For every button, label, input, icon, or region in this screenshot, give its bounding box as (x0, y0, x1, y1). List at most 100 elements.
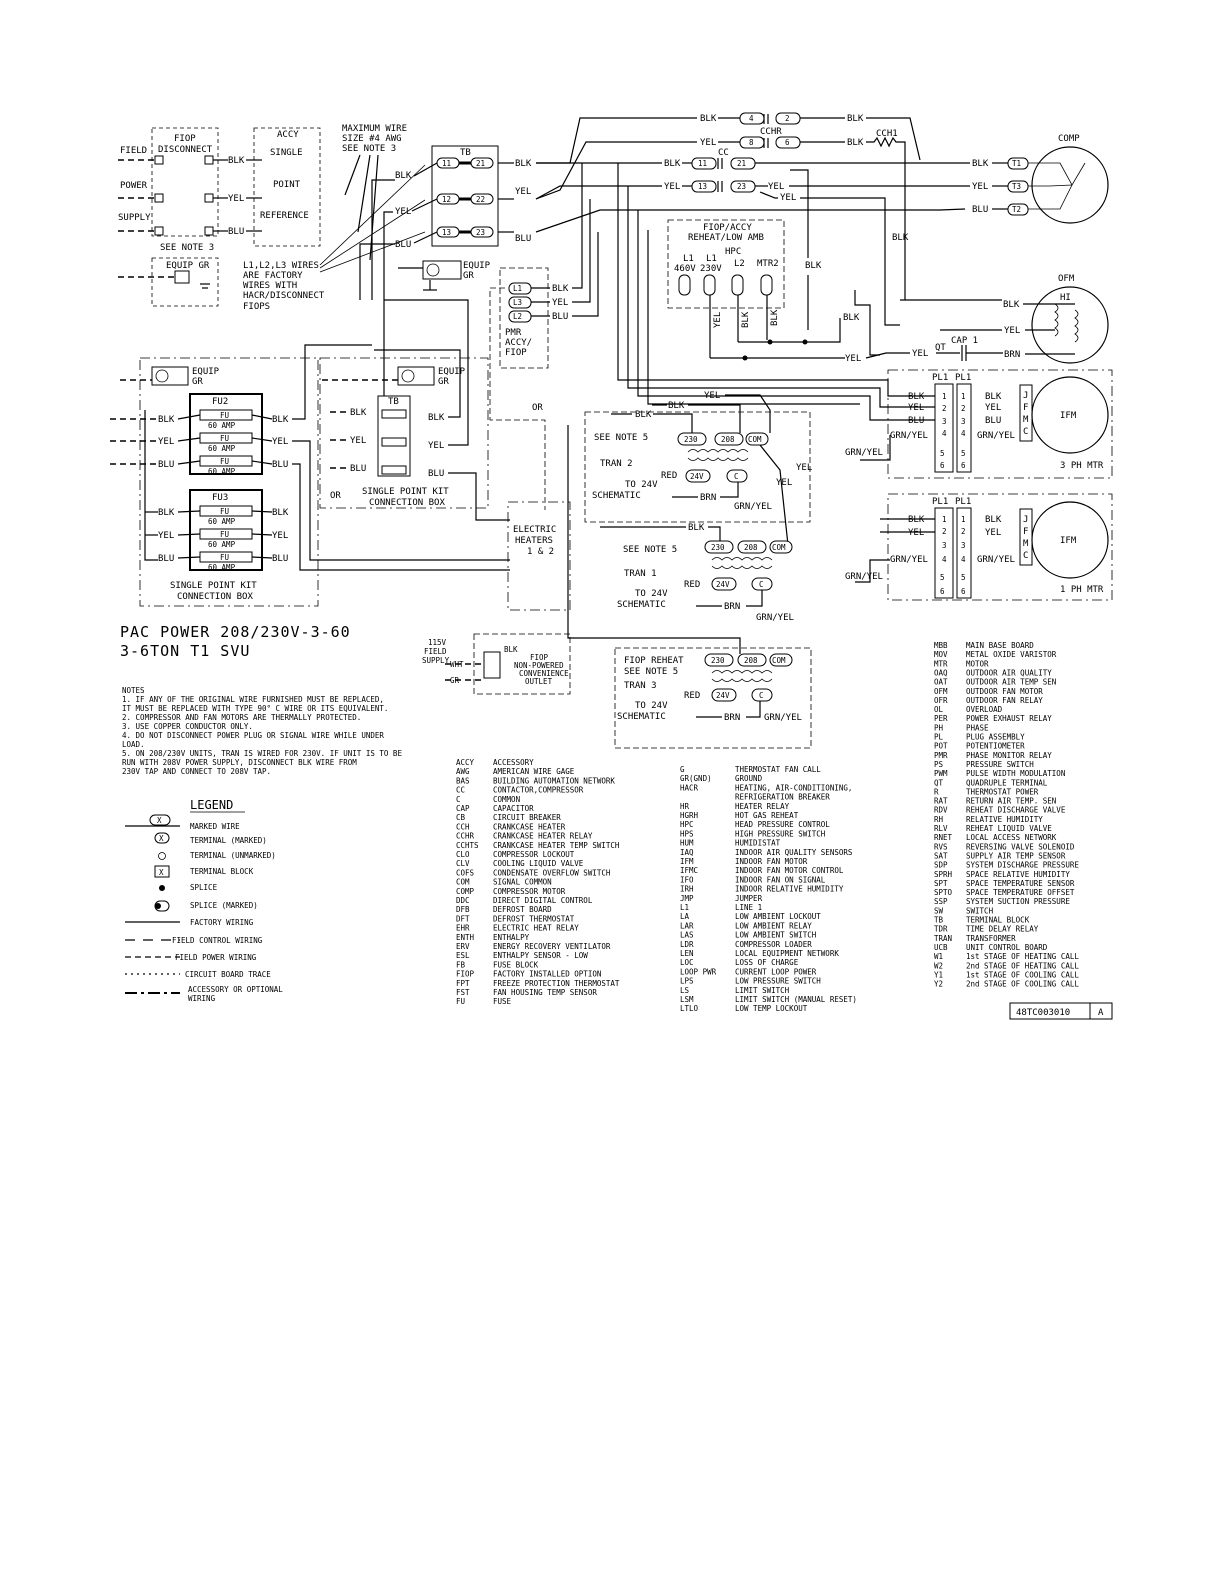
svg-text:8: 8 (749, 138, 754, 147)
abbreviation-meaning: AMERICAN WIRE GAGE (493, 767, 575, 776)
svg-text:DISCONNECT: DISCONNECT (158, 145, 213, 155)
abbreviation-code: ACCY (456, 758, 475, 767)
svg-text:YEL: YEL (776, 478, 792, 488)
equip-gr-2: EQUIP GR (398, 260, 491, 291)
abbreviation-code: AWG (456, 767, 470, 776)
abbreviation-meaning: TRANSFORMER (966, 934, 1016, 943)
svg-text:RED: RED (684, 580, 700, 590)
svg-text:SPLICE (MARKED): SPLICE (MARKED) (190, 901, 258, 910)
abbreviation-code: LAR (680, 921, 694, 930)
abbreviation-code: LAS (680, 931, 694, 940)
svg-text:IFM: IFM (1060, 411, 1077, 421)
svg-text:FU: FU (220, 530, 229, 539)
svg-text:208: 208 (744, 543, 758, 552)
svg-text:SUPPLY: SUPPLY (422, 656, 450, 665)
svg-text:SINGLE POINT KIT: SINGLE POINT KIT (362, 487, 449, 497)
svg-text:GR: GR (192, 377, 203, 387)
notes: NOTES 1. IF ANY OF THE ORIGINAL WIRE FUR… (122, 686, 402, 776)
svg-text:C: C (1023, 551, 1028, 561)
compressor-contactor: CC 11 21 13 23 YEL YEL (682, 148, 970, 326)
svg-text:BLK: BLK (908, 515, 925, 525)
svg-text:11: 11 (442, 159, 451, 168)
equip-gr-1: EQUIP GR (151, 257, 219, 307)
abbreviation-code: MTR (934, 659, 948, 668)
abbreviation-code: OFM (934, 687, 948, 696)
svg-text:SEE NOTE 3: SEE NOTE 3 (342, 144, 396, 154)
ifm-3ph: PL1 PL1 1 2 3 4 5 6 1 2 3 4 5 6 BLK YEL … (887, 369, 1113, 479)
abbreviation-code: CAP (456, 804, 470, 813)
svg-text:BLK: BLK (741, 311, 751, 328)
abbreviation-meaning: SYSTEM SUCTION PRESSURE (966, 897, 1070, 906)
svg-text:IFM: IFM (1060, 536, 1077, 546)
svg-text:FIELD CONTROL WIRING: FIELD CONTROL WIRING (172, 936, 263, 945)
svg-text:RED: RED (684, 691, 700, 701)
svg-text:QT: QT (935, 343, 946, 353)
svg-text:YEL: YEL (350, 436, 366, 446)
svg-text:ARE FACTORY: ARE FACTORY (243, 271, 303, 281)
abbreviation-meaning: LOW AMBIENT RELAY (735, 921, 812, 930)
abbreviation-meaning: MAIN BASE BOARD (966, 641, 1034, 650)
capacitor: CAP 1 QT YEL (912, 329, 1003, 361)
abbreviation-code: PH (934, 723, 944, 732)
abbreviation-code: LPS (680, 977, 694, 986)
abbreviation-code: OAT (934, 678, 948, 687)
svg-text:2: 2 (942, 404, 947, 413)
svg-text:60 AMP: 60 AMP (208, 517, 236, 526)
svg-text:COMP: COMP (1058, 134, 1080, 144)
svg-text:TERMINAL BLOCK: TERMINAL BLOCK (190, 867, 254, 876)
svg-text:BLK: BLK (668, 401, 685, 411)
svg-text:OR: OR (330, 491, 341, 501)
svg-text:208: 208 (721, 435, 735, 444)
svg-text:13: 13 (698, 182, 707, 191)
abbreviation-meaning: HOT GAS REHEAT (735, 811, 799, 820)
svg-text:230V TAP AND CONNECT TO 208V T: 230V TAP AND CONNECT TO 208V TAP. (122, 767, 271, 776)
abbreviation-meaning: PHASE (966, 723, 989, 732)
legend: LEGEND X MARKED WIRE X TERMINAL (MARKED)… (125, 798, 283, 1003)
abbreviation-code: FU (456, 997, 465, 1006)
abbreviation-code: LDR (680, 940, 694, 949)
svg-text:F: F (1023, 527, 1028, 537)
svg-text:EQUIP GR: EQUIP GR (166, 261, 210, 271)
abbreviation-meaning: CRANKCASE HEATER TEMP SWITCH (493, 841, 620, 850)
svg-text:SEE NOTE 3: SEE NOTE 3 (160, 243, 214, 253)
svg-text:CONVENIENCE: CONVENIENCE (519, 669, 569, 678)
abbreviation-meaning: SPACE RELATIVE HUMIDITY (966, 870, 1070, 879)
abbreviation-meaning: CRANKCASE HEATER (493, 822, 566, 831)
svg-text:YEL: YEL (428, 441, 444, 451)
svg-text:BLU: BLU (552, 312, 568, 322)
svg-text:BLK: BLK (395, 171, 412, 181)
svg-text:YEL: YEL (515, 187, 531, 197)
svg-text:3: 3 (942, 417, 947, 426)
abbreviation-meaning: OUTDOOR FAN MOTOR (966, 687, 1043, 696)
abbreviation-meaning: UNIT CONTROL BOARD (966, 943, 1048, 952)
abbreviation-code: LTLO (680, 1004, 699, 1013)
svg-text:BLU: BLU (228, 227, 244, 237)
svg-text:4: 4 (961, 555, 966, 564)
svg-text:FU3: FU3 (212, 493, 228, 503)
abbreviation-code: SPRH (934, 870, 953, 879)
abbreviation-code: PS (934, 760, 944, 769)
svg-text:L2: L2 (513, 312, 522, 321)
abbreviation-code: ESL (456, 951, 470, 960)
svg-text:FU: FU (220, 507, 229, 516)
svg-text:GRN/YEL: GRN/YEL (890, 555, 928, 565)
svg-text:YEL: YEL (768, 182, 784, 192)
svg-text:BLU: BLU (515, 234, 531, 244)
svg-text:BLK: BLK (635, 410, 652, 420)
abbreviation-code: LEN (680, 949, 694, 958)
abbreviation-code: HACR (680, 783, 699, 792)
svg-text:SEE NOTE 5: SEE NOTE 5 (594, 433, 648, 443)
svg-text:BRN: BRN (700, 493, 716, 503)
abbreviation-meaning: JUMPER (735, 894, 763, 903)
abbreviation-meaning: PHASE MONITOR RELAY (966, 751, 1052, 760)
svg-text:A: A (1098, 1008, 1104, 1018)
abbreviation-meaning: LINE 1 (735, 903, 762, 912)
abbreviation-meaning: SYSTEM DISCHARGE PRESSURE (966, 861, 1079, 870)
abbreviation-code: TB (934, 916, 944, 925)
svg-text:115V: 115V (428, 638, 447, 647)
abbreviation-meaning: CURRENT LOOP POWER (735, 967, 817, 976)
abbreviation-code: RDV (934, 806, 948, 815)
abbreviation-meaning: 2nd STAGE OF HEATING CALL (966, 961, 1079, 970)
abbreviation-code: HR (680, 802, 690, 811)
